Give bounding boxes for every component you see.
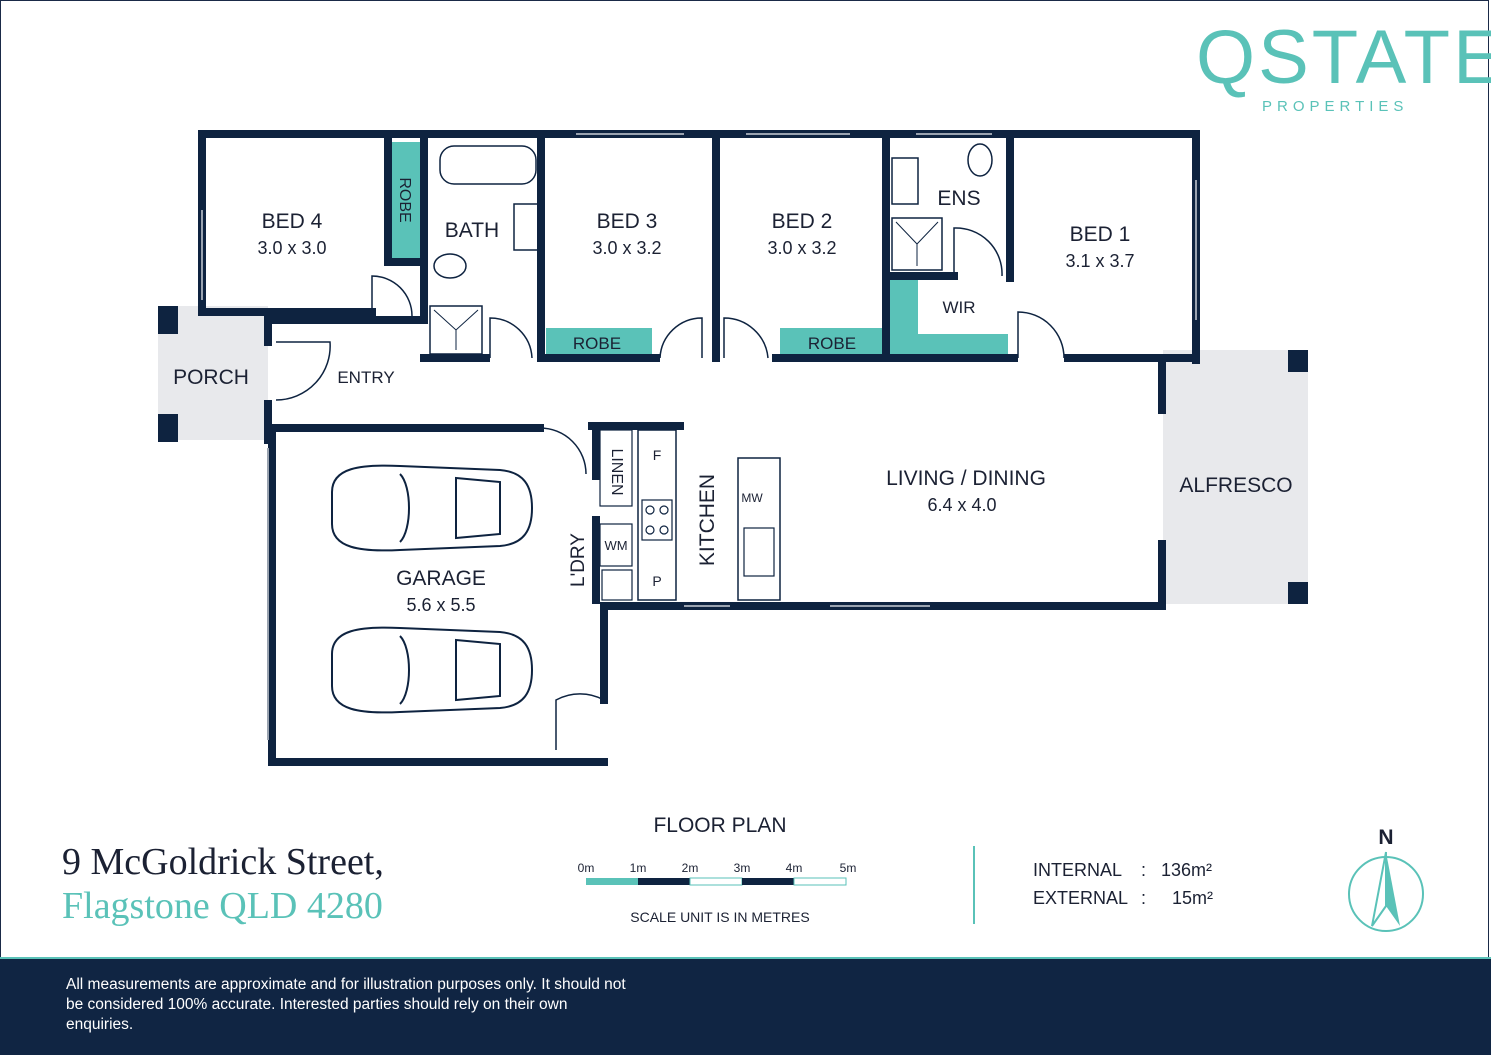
- bed1-size: 3.1 x 3.7: [1065, 251, 1134, 271]
- footer-bar: All measurements are approximate and for…: [0, 957, 1491, 1055]
- scale-tick-1: 1m: [630, 861, 647, 875]
- garage-label: GARAGE: [396, 567, 486, 590]
- washing-machine-label: WM: [604, 538, 627, 553]
- wir-fill: [890, 276, 1008, 356]
- scale-tick-2: 2m: [682, 861, 699, 875]
- external-value: 15m²: [1172, 888, 1214, 908]
- cooktop: [641, 499, 673, 541]
- microwave-label: MW: [741, 491, 763, 505]
- door-swings: [275, 227, 1065, 750]
- bed2-size: 3.0 x 3.2: [767, 238, 836, 258]
- scale-note: SCALE UNIT IS IN METRES: [630, 909, 809, 925]
- floor-plan-title: FLOOR PLAN: [653, 814, 786, 837]
- kitchen-island: [737, 457, 781, 601]
- bath-shower-lines: [433, 309, 479, 350]
- porch-post-bottom: [158, 414, 178, 442]
- robe-bed2-label: ROBE: [808, 334, 856, 353]
- internal-label: INTERNAL: [1033, 860, 1123, 880]
- car-top-icon: [331, 464, 534, 552]
- porch-post-top: [158, 306, 178, 334]
- bed1-label: BED 1: [1070, 223, 1131, 246]
- porch-label: PORCH: [173, 366, 249, 389]
- linen-cupboard: [599, 429, 633, 507]
- scale-tick-3: 3m: [734, 861, 751, 875]
- alfresco-post-top: [1288, 350, 1308, 372]
- robe-bed3-fill: [546, 328, 652, 356]
- garage-size: 5.6 x 5.5: [406, 595, 475, 615]
- car-bottom-icon: [331, 626, 534, 714]
- living-size: 6.4 x 4.0: [927, 495, 996, 515]
- scale-tick-4: 4m: [786, 861, 803, 875]
- ens-toilet: [967, 143, 993, 177]
- address-suburb: Flagstone QLD 4280: [62, 885, 383, 927]
- bath-toilet: [433, 253, 467, 279]
- linen-label: LINEN: [608, 448, 625, 495]
- internal-sep: :: [1141, 860, 1147, 880]
- robe-bed2-fill: [780, 328, 884, 356]
- kitchen-sink: [743, 527, 775, 577]
- kitchen-label: KITCHEN: [696, 474, 719, 566]
- alfresco-label: ALFRESCO: [1179, 474, 1292, 497]
- ens-shower-lines: [895, 221, 939, 266]
- laundry-tub: [601, 569, 633, 601]
- bed2-label: BED 2: [772, 210, 833, 233]
- disclaimer-text: All measurements are approximate and for…: [66, 976, 626, 1033]
- entry-label: ENTRY: [337, 368, 394, 387]
- compass-icon: [1348, 851, 1424, 932]
- robe-bed4-label: ROBE: [396, 177, 413, 222]
- bathtub: [439, 145, 537, 185]
- external-sep: :: [1141, 888, 1147, 908]
- compass-n-label: N: [1378, 826, 1393, 849]
- bed3-label: BED 3: [597, 210, 658, 233]
- walls: [198, 130, 1200, 766]
- fridge-label: F: [653, 447, 662, 463]
- bed4-label: BED 4: [262, 210, 323, 233]
- alfresco-area: [1163, 350, 1308, 604]
- bath-shower: [429, 305, 483, 355]
- ens-vanity: [891, 157, 919, 205]
- scale-bar: [586, 877, 847, 886]
- bed4-size: 3.0 x 3.0: [257, 238, 326, 258]
- alfresco-post-bottom: [1288, 582, 1308, 604]
- robe-bed4-fill: [390, 142, 420, 258]
- wir-label: WIR: [942, 298, 975, 317]
- robe-bed3-label: ROBE: [573, 334, 621, 353]
- scale-tick-0: 0m: [578, 861, 595, 875]
- windows: [201, 133, 1197, 740]
- bath-label: BATH: [445, 219, 499, 242]
- bed3-size: 3.0 x 3.2: [592, 238, 661, 258]
- laundry-label: L'DRY: [568, 533, 589, 587]
- brand-logo: QSTATE: [1196, 15, 1491, 100]
- internal-value: 136m²: [1161, 860, 1213, 880]
- external-label: EXTERNAL: [1033, 888, 1129, 908]
- address-street: 9 McGoldrick Street,: [62, 841, 384, 883]
- living-label: LIVING / DINING: [886, 467, 1046, 490]
- bath-vanity: [513, 203, 539, 251]
- ens-label: ENS: [937, 187, 980, 210]
- kitchen-bench: [637, 429, 677, 601]
- ens-shower: [891, 217, 943, 271]
- washing-machine-box: [599, 523, 633, 567]
- pantry-label: P: [652, 573, 661, 589]
- scale-tick-5: 5m: [840, 861, 857, 875]
- brand-tagline: PROPERTIES: [1262, 98, 1409, 115]
